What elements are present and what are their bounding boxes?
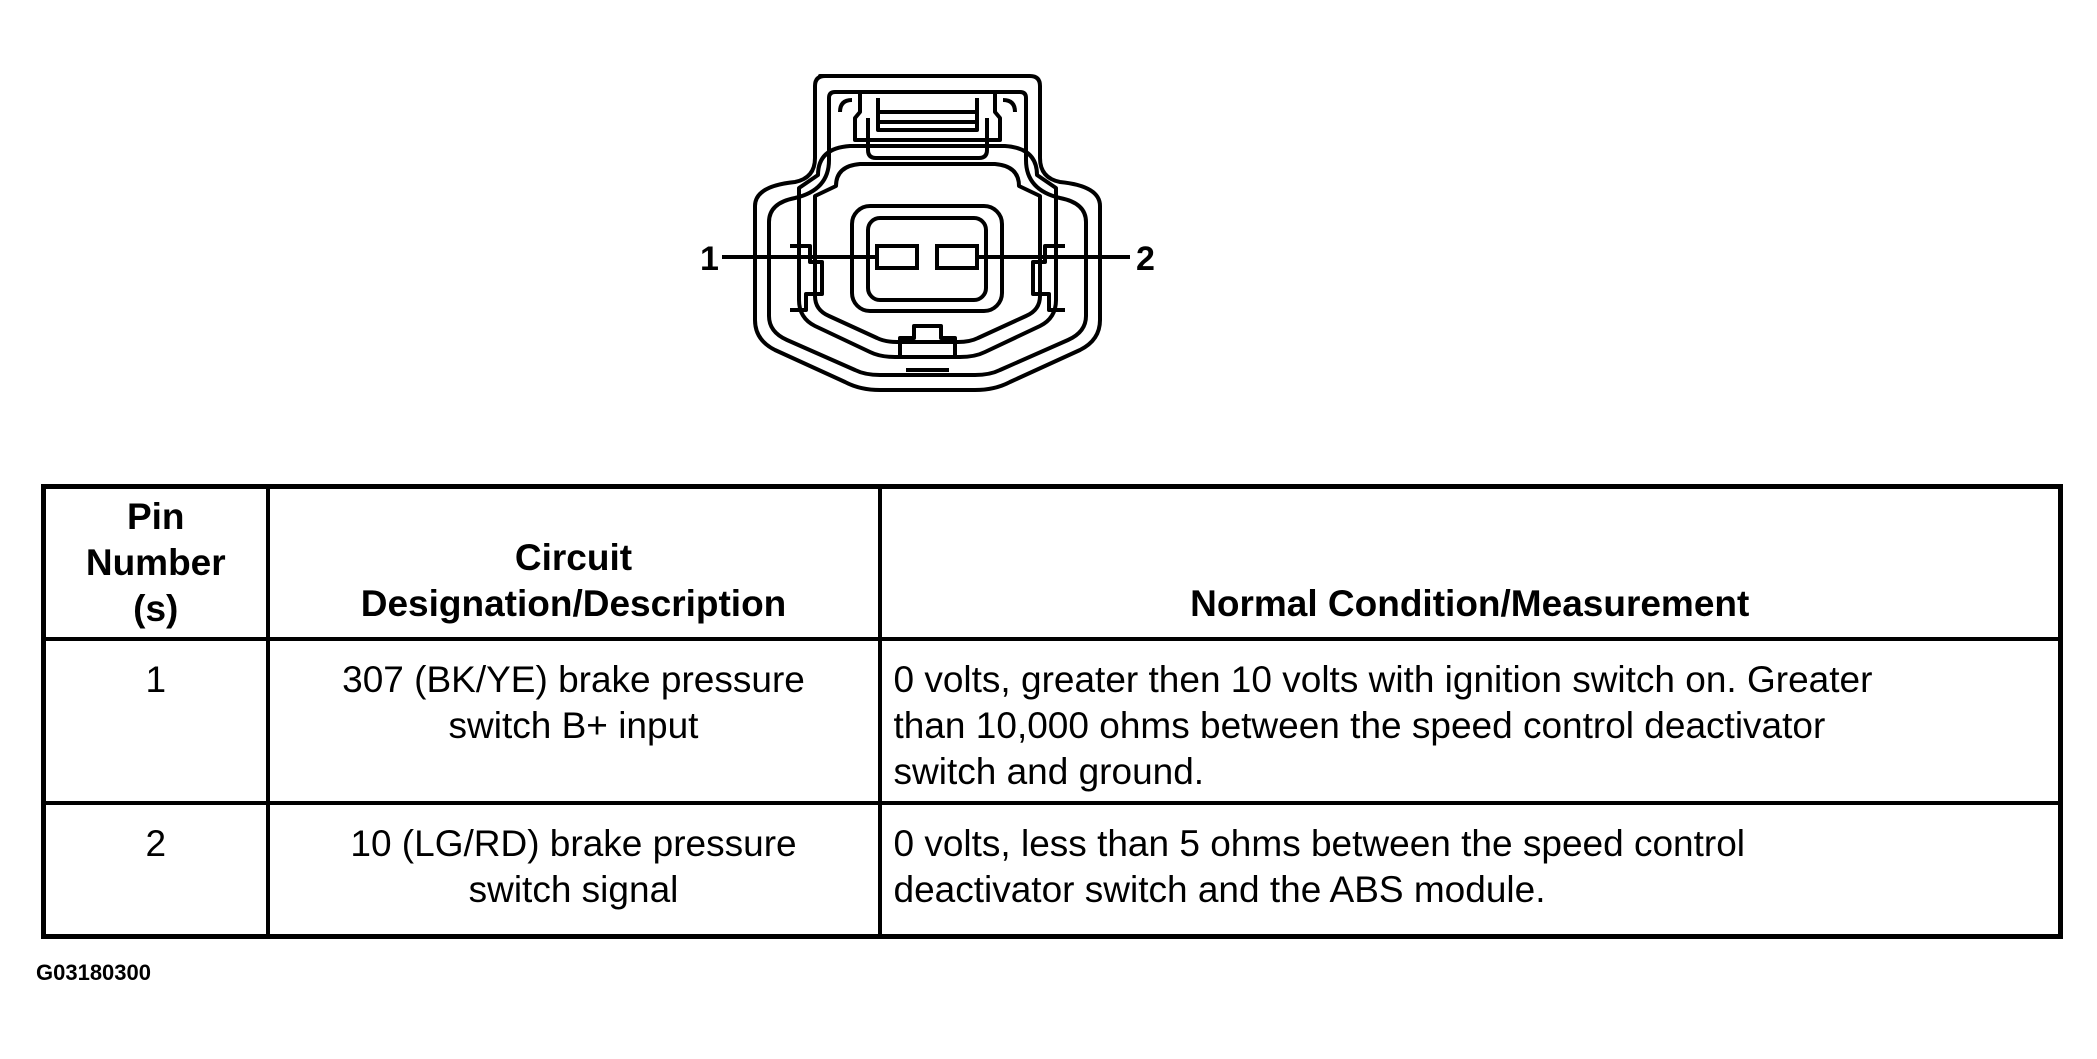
header-normal-condition: Normal Condition/Measurement bbox=[877, 484, 2063, 641]
row-2-measurement: 0 volts, less than 5 ohms between the sp… bbox=[877, 800, 2063, 939]
connector-housing bbox=[753, 74, 1102, 392]
pin-1-label: 1 bbox=[700, 240, 719, 278]
connector-diagram: 1 2 bbox=[700, 74, 1155, 392]
pinout-table: Pin Number (s) Circuit Designation/Descr… bbox=[41, 484, 2063, 939]
row-1-pin: 1 bbox=[41, 636, 270, 805]
row-1-circuit: 307 (BK/YE) brake pressure switch B+ inp… bbox=[265, 636, 882, 805]
row-2-circuit: 10 (LG/RD) brake pressure switch signal bbox=[265, 800, 882, 939]
pin-2-terminal bbox=[935, 244, 979, 270]
table-row: 1 307 (BK/YE) brake pressure switch B+ i… bbox=[41, 636, 2063, 805]
row-1-measurement: 0 volts, greater then 10 volts with igni… bbox=[877, 636, 2063, 805]
header-circuit-designation: Circuit Designation/Description bbox=[265, 484, 882, 641]
pin-1-terminal bbox=[875, 244, 919, 270]
header-pin-number: Pin Number (s) bbox=[41, 484, 270, 641]
table-header-row: Pin Number (s) Circuit Designation/Descr… bbox=[41, 484, 2063, 641]
pin-2-label: 2 bbox=[1136, 240, 1155, 278]
table-row: 2 10 (LG/RD) brake pressure switch signa… bbox=[41, 800, 2063, 939]
row-2-pin: 2 bbox=[41, 800, 270, 939]
figure-code: G03180300 bbox=[36, 960, 151, 985]
